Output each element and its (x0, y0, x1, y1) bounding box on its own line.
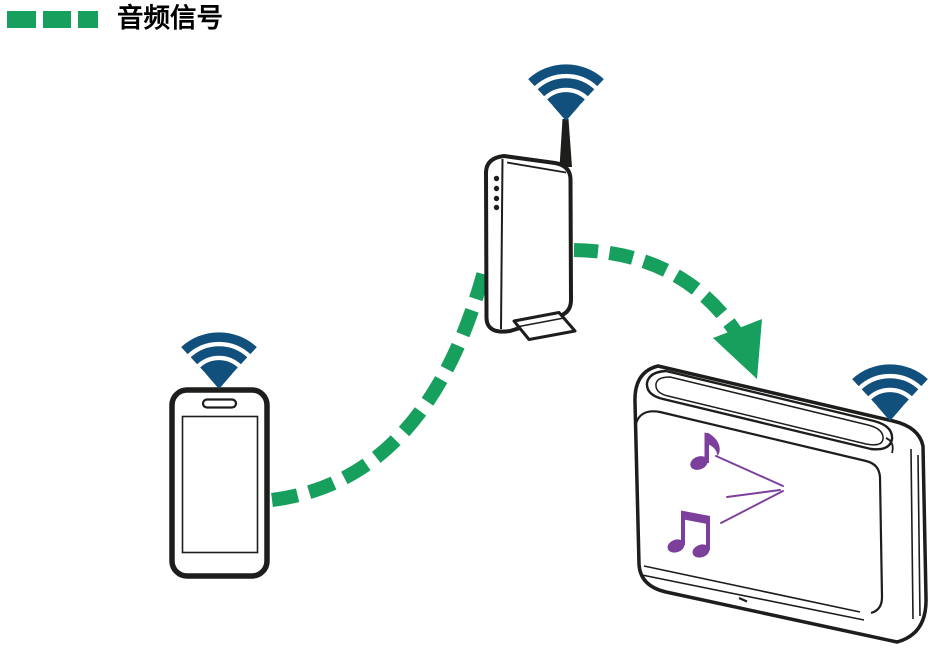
speaker-right-face-line (917, 454, 921, 617)
speaker-corner-notch (885, 437, 894, 454)
phone-speaker-slot (201, 398, 238, 409)
wireless-router (484, 119, 577, 341)
speaker-front-edge (633, 410, 884, 615)
audio-signal-path-phone-to-router (271, 262, 493, 507)
speaker-bottom-tick (738, 596, 748, 603)
legend-label: 音频信号 (117, 3, 223, 34)
sound-fan-lines (715, 455, 784, 524)
speaker-bottom-rim-line (643, 565, 861, 613)
router-body (484, 154, 573, 334)
speaker-top-rim-outer (645, 369, 894, 451)
legend-dash (7, 10, 36, 28)
signal-arrowhead (713, 319, 762, 379)
router-side-line (500, 158, 504, 330)
router-leds (493, 175, 500, 211)
speaker-bottom-rim-line (641, 574, 865, 621)
router-stand-line (518, 317, 565, 328)
speaker-right-face-line (910, 448, 914, 620)
audio-signal-path-router-to-speaker (573, 243, 751, 349)
router-antenna (559, 119, 572, 167)
music-notes-icon (667, 432, 784, 558)
legend-audio-signal: 音频信号 (7, 3, 223, 34)
wifi-icon (531, 69, 600, 121)
wifi-icon (184, 337, 253, 389)
phone-screen (181, 415, 259, 554)
smartphone (169, 387, 270, 579)
router-top-line (506, 161, 567, 174)
wireless-speaker (633, 364, 928, 644)
phone-body (169, 387, 270, 579)
speaker-top-rim-inner (655, 376, 884, 446)
legend-dash (43, 10, 71, 28)
legend-dash (78, 10, 98, 28)
